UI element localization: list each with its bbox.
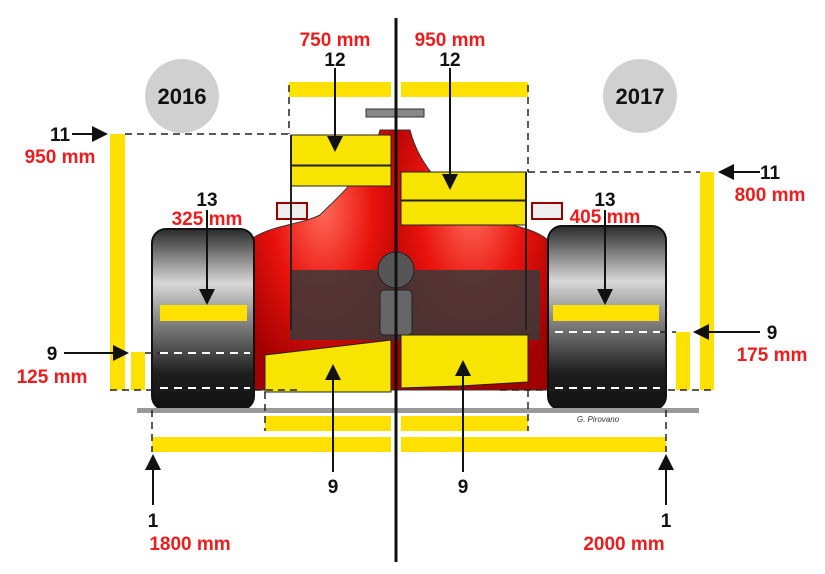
year-badge-2017: 2017	[603, 59, 677, 133]
rear-wing-2017-lower	[400, 200, 527, 226]
wing-height-2017: 800 mm	[735, 185, 806, 206]
car-width-2016: 1800 mm	[149, 534, 230, 555]
year-label: 2016	[158, 84, 207, 109]
ref-number: 11	[50, 125, 71, 146]
rear-wing-width-2017: 950 mm	[415, 30, 486, 51]
ref-number: 13	[196, 190, 217, 211]
wing-height-2016: 950 mm	[25, 147, 96, 168]
ref-number: 9	[767, 323, 778, 344]
tyre-width-2016: 325 mm	[172, 209, 243, 230]
ref-number: 1	[661, 511, 672, 532]
year-label: 2017	[616, 84, 665, 109]
artist-credit: G. Pirovano	[577, 415, 620, 424]
car-width-2017: 2000 mm	[583, 534, 664, 555]
ref-number: 12	[324, 50, 345, 71]
ref-number: 1	[148, 511, 159, 532]
rear-wing-2016-lower	[290, 165, 392, 187]
year-badge-2016: 2016	[145, 59, 219, 133]
rear-wing-width-2016: 750 mm	[300, 30, 371, 51]
ground-line	[137, 408, 699, 413]
callout-arrows	[64, 68, 760, 505]
tyre-width-bar-2016	[160, 305, 247, 321]
ref-number: 9	[458, 477, 469, 498]
tyre-width-2017: 405 mm	[570, 207, 641, 228]
ref-number: 9	[47, 344, 58, 365]
ref-number: 11	[760, 163, 781, 184]
diffuser-height-2016: 125 mm	[17, 367, 88, 388]
dashed-guides	[110, 85, 714, 452]
rear-wing-2016	[290, 134, 392, 166]
diffuser-height-2017: 175 mm	[737, 345, 808, 366]
rear-wing-2017	[400, 171, 527, 201]
ref-number: 13	[594, 190, 615, 211]
ref-number: 9	[328, 477, 339, 498]
diffuser-2017	[400, 334, 529, 389]
tyre-width-bar-2017	[553, 305, 659, 321]
ref-number: 12	[439, 50, 460, 71]
